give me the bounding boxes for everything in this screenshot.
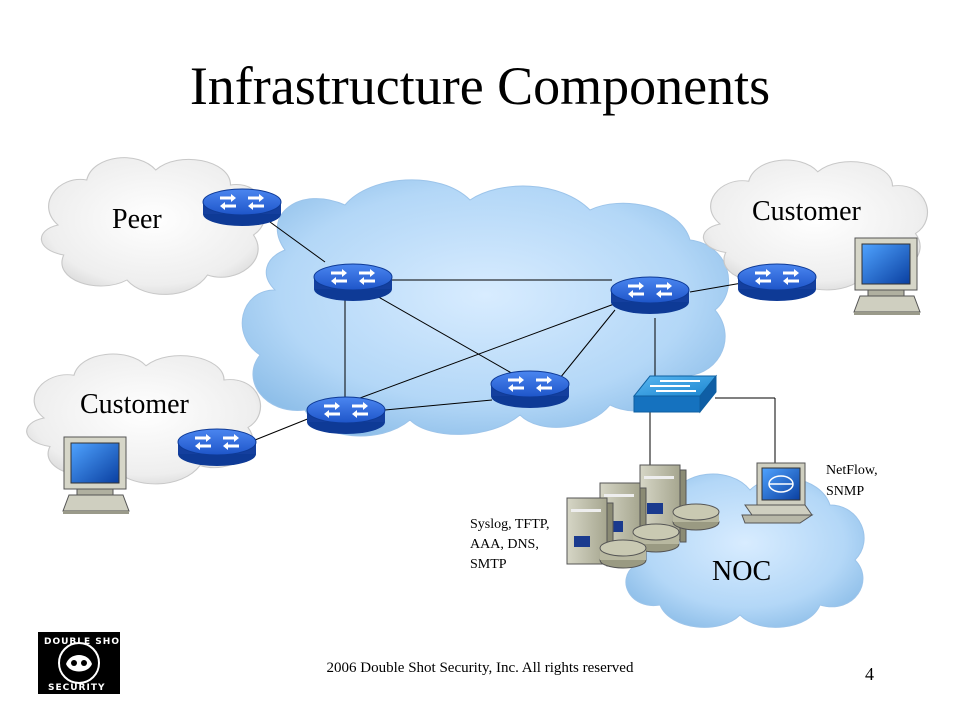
page-number: 4 bbox=[865, 664, 874, 684]
customer-left-label: Customer bbox=[80, 389, 190, 420]
customer-pc-left-icon bbox=[62, 436, 130, 514]
services-label-1: Syslog, TFTP, bbox=[470, 517, 550, 532]
company-logo: DOUBLE SHOT SECURITY bbox=[38, 632, 126, 694]
link-peer-core bbox=[269, 221, 326, 263]
logo-text-bottom: SECURITY bbox=[48, 683, 105, 693]
services-label-3: SMTP bbox=[470, 557, 507, 572]
link-core-diag-b bbox=[359, 299, 626, 399]
link-core-diag-a bbox=[374, 294, 516, 376]
link-core-right bbox=[559, 309, 616, 379]
workstation-icon bbox=[741, 462, 814, 524]
network-links bbox=[254, 221, 776, 468]
customer-top-label: Customer bbox=[752, 196, 862, 227]
noc-label: NOC bbox=[712, 556, 771, 587]
services-label-2: AAA, DNS, bbox=[470, 537, 539, 552]
customer-pc-top-icon bbox=[853, 237, 921, 315]
link-customer-core bbox=[254, 417, 311, 441]
core-router-4-icon bbox=[305, 395, 387, 436]
peer-label: Peer bbox=[112, 204, 162, 235]
monitoring-label-2: SNMP bbox=[826, 484, 864, 499]
peer-router-icon bbox=[201, 187, 283, 228]
monitoring-label-1: NetFlow, bbox=[826, 463, 878, 478]
logo-text-top: DOUBLE SHOT bbox=[44, 637, 120, 647]
slide-title: Infrastructure Components bbox=[189, 56, 771, 116]
footer-copyright: 2006 Double Shot Security, Inc. All righ… bbox=[326, 660, 634, 676]
core-router-3-icon bbox=[489, 369, 571, 410]
switch-icon bbox=[632, 374, 718, 414]
customer-router-left-icon bbox=[176, 427, 258, 468]
link-core-customer bbox=[689, 282, 743, 293]
customer-router-top-icon bbox=[736, 262, 818, 303]
core-router-2-icon bbox=[609, 275, 691, 316]
server-stack-icon bbox=[566, 464, 720, 569]
core-router-1-icon bbox=[312, 262, 394, 303]
link-core-bottom bbox=[384, 399, 493, 411]
